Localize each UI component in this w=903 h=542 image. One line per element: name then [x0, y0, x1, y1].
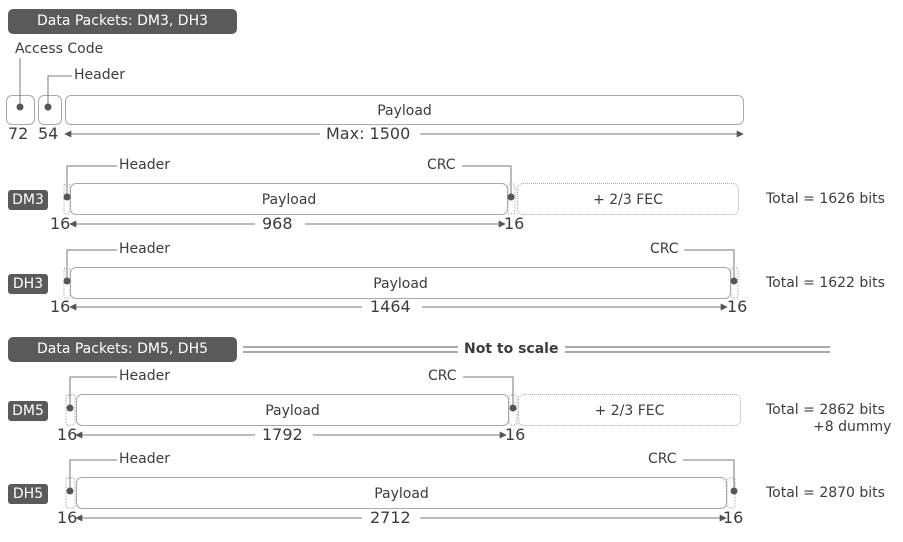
not-to-scale-note: Not to scale	[461, 341, 562, 357]
dm5-payload-bits: 1792	[262, 425, 303, 444]
packet-tag-dh5: DH5	[8, 484, 48, 504]
access-code-label: Access Code	[15, 41, 104, 57]
generic-payload-field: Payload	[65, 95, 744, 125]
dm3-crc-bits: 16	[504, 214, 525, 233]
dh5-payload-bits: 2712	[370, 508, 411, 527]
dh3-header-bits: 16	[50, 297, 71, 316]
dh3-total: Total = 1622 bits	[766, 275, 885, 291]
dm5-header-bits: 16	[57, 425, 78, 444]
dm3-fec-field: + 2/3 FEC	[517, 183, 739, 215]
access-code-field	[6, 95, 35, 125]
dm5-crc-label: CRC	[428, 368, 457, 384]
packet-tag-dm3: DM3	[8, 190, 48, 210]
dh5-payload-field: Payload	[76, 477, 727, 509]
dm3-payload-field: Payload	[70, 183, 508, 215]
dh3-payload-bits: 1464	[370, 297, 411, 316]
header-field	[38, 95, 62, 125]
dh5-crc-label: CRC	[648, 451, 677, 467]
access-code-bits: 72	[8, 124, 29, 143]
dm3-crc-label: CRC	[427, 157, 456, 173]
generic-header-label: Header	[74, 67, 125, 83]
packet-tag-dh3: DH3	[8, 274, 48, 294]
payload-max-bits: Max: 1500	[326, 124, 411, 143]
dm3-payload-bits: 968	[262, 214, 293, 233]
dm5-total-dummy: +8 dummy	[813, 419, 892, 435]
packet-tag-dm5: DM5	[8, 401, 48, 421]
dh5-total: Total = 2870 bits	[766, 485, 885, 501]
dm5-crc-bits: 16	[505, 425, 526, 444]
dm5-fec-field: + 2/3 FEC	[518, 394, 741, 426]
section-title-dm3-dh3: Data Packets: DM3, DH3	[8, 9, 237, 34]
dh3-crc-bits: 16	[727, 297, 748, 316]
dm3-header-label: Header	[119, 157, 170, 173]
dm5-header-label: Header	[119, 368, 170, 384]
dh5-header-bits: 16	[57, 508, 78, 527]
dm3-header-bits: 16	[50, 214, 71, 233]
dm5-total: Total = 2862 bits	[766, 402, 885, 418]
dh3-crc-label: CRC	[650, 241, 679, 257]
dh5-crc-bits: 16	[723, 508, 744, 527]
dm3-total: Total = 1626 bits	[766, 191, 885, 207]
dh3-header-label: Header	[119, 241, 170, 257]
section-title-dm5-dh5: Data Packets: DM5, DH5	[8, 337, 237, 362]
dh5-header-label: Header	[119, 451, 170, 467]
dm5-payload-field: Payload	[76, 394, 509, 426]
header-bits: 54	[38, 124, 59, 143]
dh3-payload-field: Payload	[70, 267, 731, 299]
